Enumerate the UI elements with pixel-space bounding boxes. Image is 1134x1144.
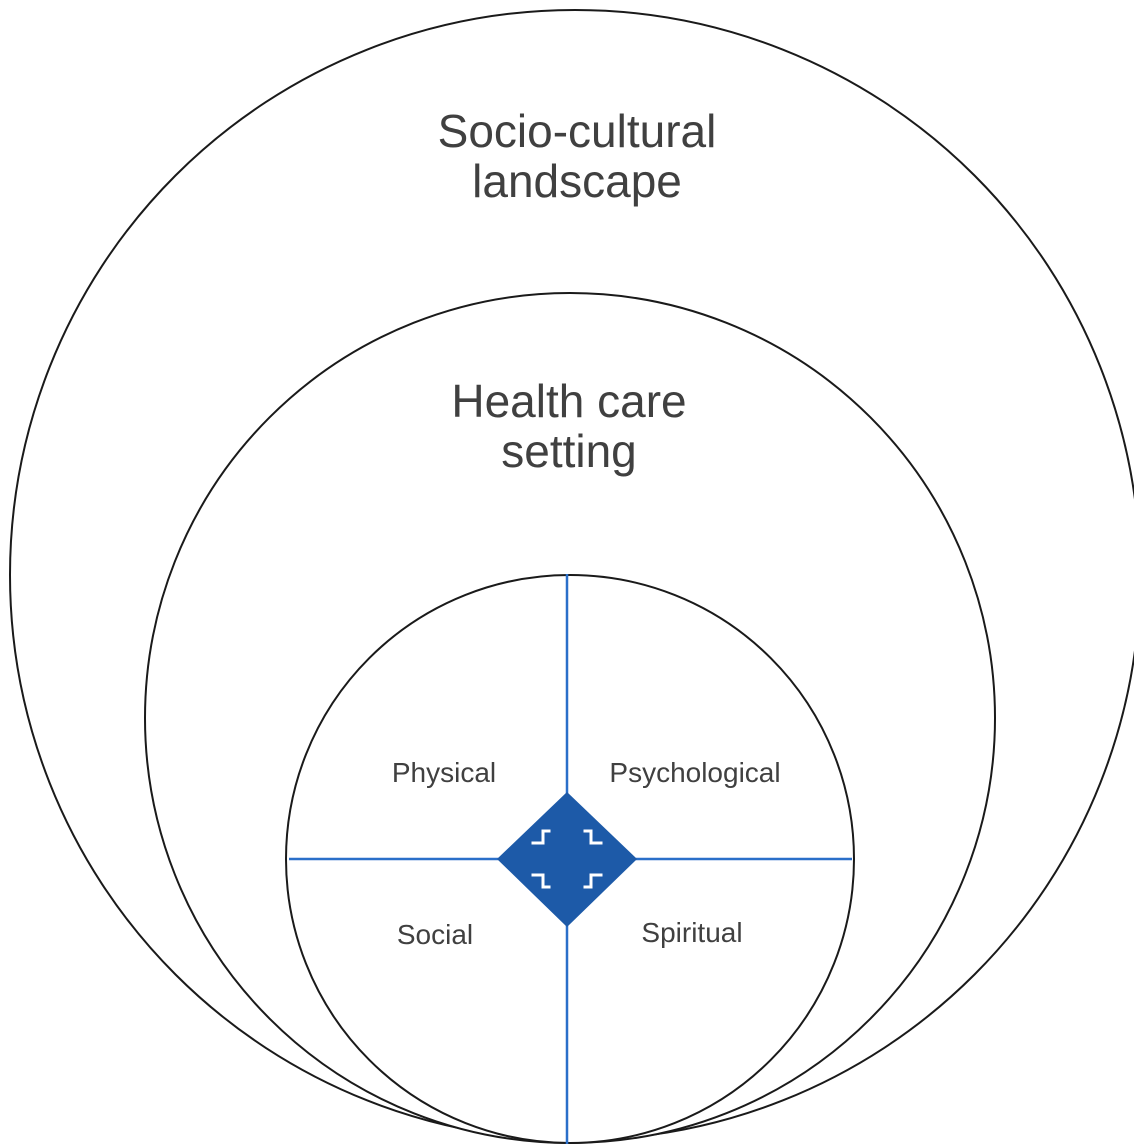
arrow-corner-marks (531, 829, 603, 889)
outer-circle-label-line2: landscape (472, 155, 682, 207)
outer-circle-label-line1: Socio-cultural (438, 105, 717, 157)
quadrant-label-social: Social (397, 919, 473, 950)
four-way-arrows-icon (497, 792, 637, 927)
quadrant-label-spiritual: Spiritual (641, 917, 742, 948)
middle-circle-label-line1: Health care (451, 375, 686, 427)
quadrant-label-physical: Physical (392, 757, 496, 788)
middle-circle-label-line2: setting (501, 425, 637, 477)
center-diamond (497, 792, 637, 927)
quadrant-label-psychological: Psychological (609, 757, 780, 788)
